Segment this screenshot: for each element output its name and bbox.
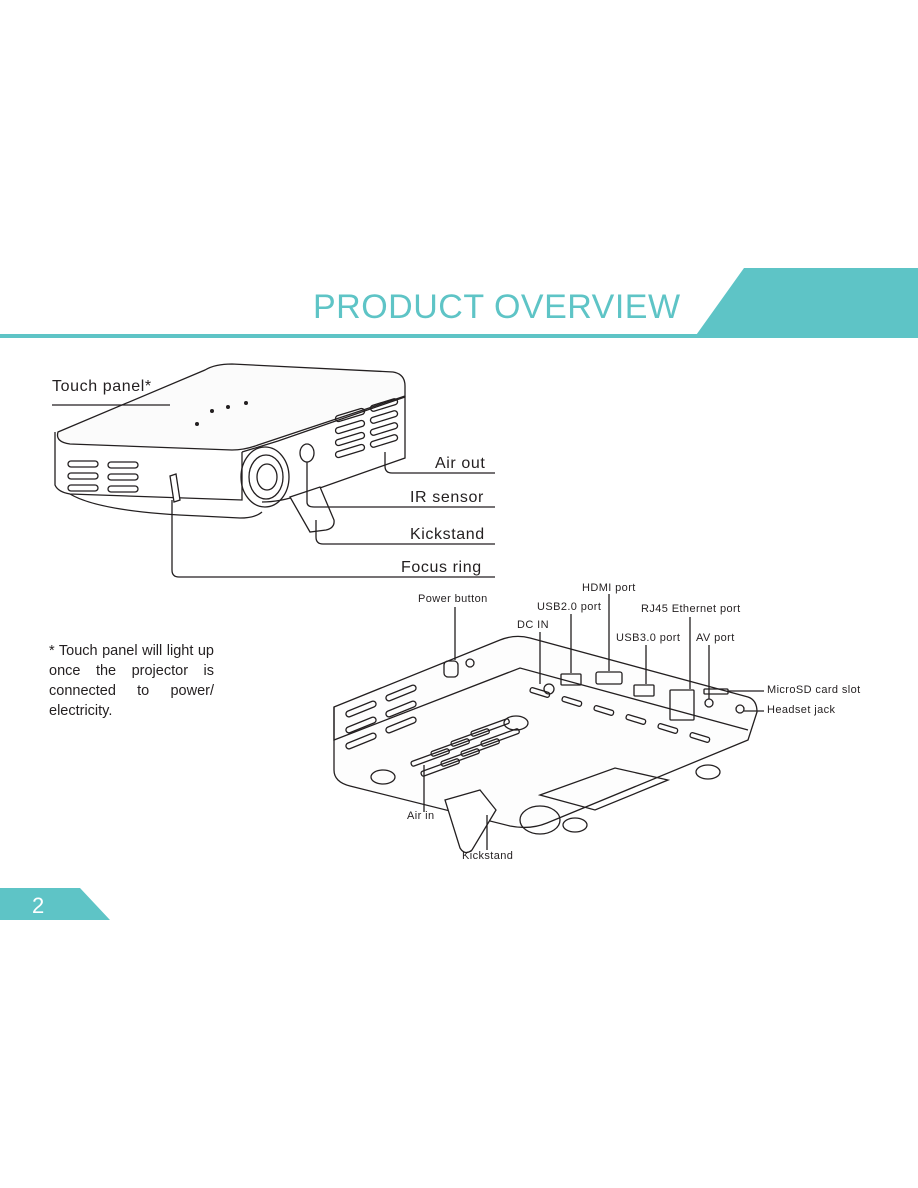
lens-mid	[248, 454, 284, 500]
foot-4	[562, 817, 588, 833]
rj45-port-shape	[669, 689, 695, 721]
kickstand-top	[289, 486, 335, 533]
header-rule	[0, 334, 918, 338]
touch-icon-2	[226, 405, 230, 409]
label-rj45-port: RJ45 Ethernet port	[641, 603, 741, 615]
footnote: * Touch panel will light up once the pro…	[49, 643, 214, 719]
page-number-tab	[0, 888, 110, 920]
lens-inner	[256, 463, 278, 491]
hdmi-port-shape	[595, 671, 623, 685]
page-number: 2	[32, 893, 45, 918]
label-ir-sensor: IR sensor	[410, 489, 484, 506]
label-headset-jack: Headset jack	[767, 704, 836, 716]
kickstand-bottom	[444, 789, 497, 854]
projector-front-side	[241, 396, 406, 503]
power-symbol	[465, 658, 475, 668]
projector-bottom-view	[333, 594, 764, 854]
label-av-port: AV port	[696, 632, 735, 644]
left-vents	[67, 460, 139, 493]
label-usb2-port: USB2.0 port	[537, 601, 602, 613]
callout-ir-sensor	[306, 462, 495, 508]
foot-3	[695, 764, 721, 780]
air-in-vents	[410, 718, 520, 777]
label-dc-in: DC IN	[517, 619, 549, 631]
header-corner-tab	[694, 268, 918, 338]
projector-top-view	[52, 363, 495, 578]
dc-in-shape	[543, 683, 555, 695]
label-microsd-slot: MicroSD card slot	[767, 684, 861, 696]
label-power-button: Power button	[418, 593, 488, 605]
usb2-port-shape	[560, 673, 582, 686]
label-hdmi-port: HDMI port	[582, 582, 636, 594]
projector-base	[69, 493, 263, 519]
bottom-body-outline	[333, 635, 758, 829]
foot-2	[503, 715, 529, 731]
callout-focus-ring	[171, 500, 495, 578]
touch-icon-1	[210, 409, 214, 413]
rear-slots	[529, 687, 711, 743]
lens-bottom	[519, 805, 561, 835]
label-plate	[537, 767, 671, 811]
foot-1	[370, 769, 396, 785]
label-air-in: Air in	[407, 810, 435, 822]
focus-ring-top	[169, 473, 181, 503]
front-vents	[334, 398, 399, 459]
lens-outer	[240, 446, 290, 508]
projector-left-side	[54, 432, 243, 501]
label-kickstand-top: Kickstand	[410, 526, 485, 543]
callout-air-out	[384, 452, 495, 474]
callout-kickstand	[315, 520, 495, 545]
power-button-shape	[443, 660, 459, 678]
bottom-rear-panel	[333, 667, 749, 741]
label-usb3-port: USB3.0 port	[616, 632, 681, 644]
bottom-left-vents	[345, 684, 417, 750]
touch-icon-3	[244, 401, 248, 405]
headset-jack-shape	[735, 704, 745, 714]
usb3-port-shape	[633, 684, 655, 697]
projector-top-surface	[56, 363, 406, 451]
touch-icon-4	[195, 422, 199, 426]
label-kickstand-bottom: Kickstand	[462, 850, 514, 862]
ir-sensor-window	[299, 443, 315, 463]
page-title: PRODUCT OVERVIEW	[313, 288, 681, 326]
label-touch-panel: Touch panel*	[52, 378, 152, 395]
label-air-out: Air out	[435, 455, 486, 472]
label-focus-ring: Focus ring	[401, 559, 482, 576]
